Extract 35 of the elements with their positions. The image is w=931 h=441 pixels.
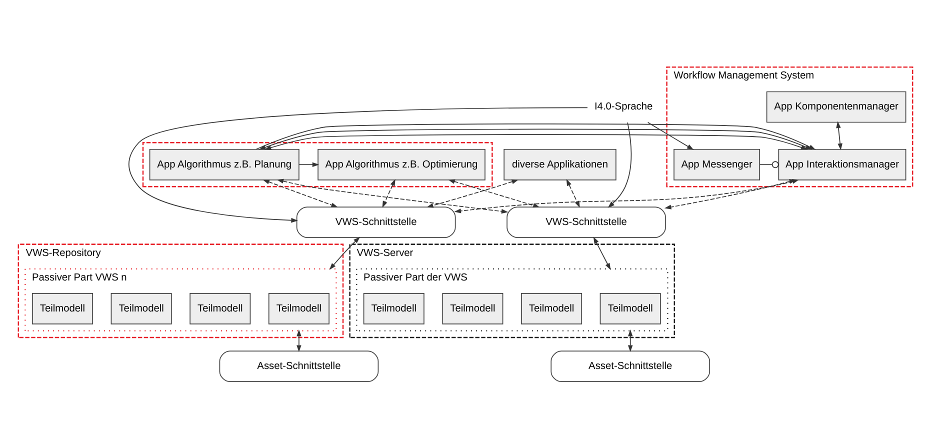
arrow [426,178,519,208]
node-box: App Algorithmus z.B. Planung [149,148,300,180]
arrow [262,179,338,207]
arrow [298,162,320,167]
node-box: App Interaktionsmanager [778,148,906,180]
node-box: diverse Applikationen [504,148,616,180]
arrow [296,328,302,352]
arrow [329,236,360,270]
arrow [593,236,611,270]
node-box: Teilmodell [32,292,93,324]
node-box: App Messenger [674,148,760,180]
node-box: Asset-Schnittstelle [550,350,710,382]
arrow [608,122,632,208]
arrow [128,106,588,222]
node-box: App Komponentenmanager [766,90,906,122]
node-box: Teilmodell [521,292,582,324]
arrow [566,178,580,208]
arrow [628,328,633,352]
node-box: Teilmodell [600,292,661,324]
arrow [836,120,842,150]
arrow [382,178,396,208]
node-box: Teilmodell [110,292,172,324]
node-box: Teilmodell [363,292,424,324]
node-text: I4.0-Sprache [594,101,653,112]
node-box: App Algorithmus z.B. Optimierung [318,148,486,180]
arrow [647,121,694,150]
connector [759,160,779,168]
node-box: VWS-Schnittstelle [506,206,666,238]
node-box: Teilmodell [268,292,330,324]
arrow [276,178,508,214]
node-box: Asset-Schnittstelle [219,350,379,382]
node-box: Teilmodell [190,292,251,324]
node-box: VWS-Schnittstelle [296,206,456,238]
node-box: Teilmodell [442,292,504,324]
arrow [448,178,540,208]
